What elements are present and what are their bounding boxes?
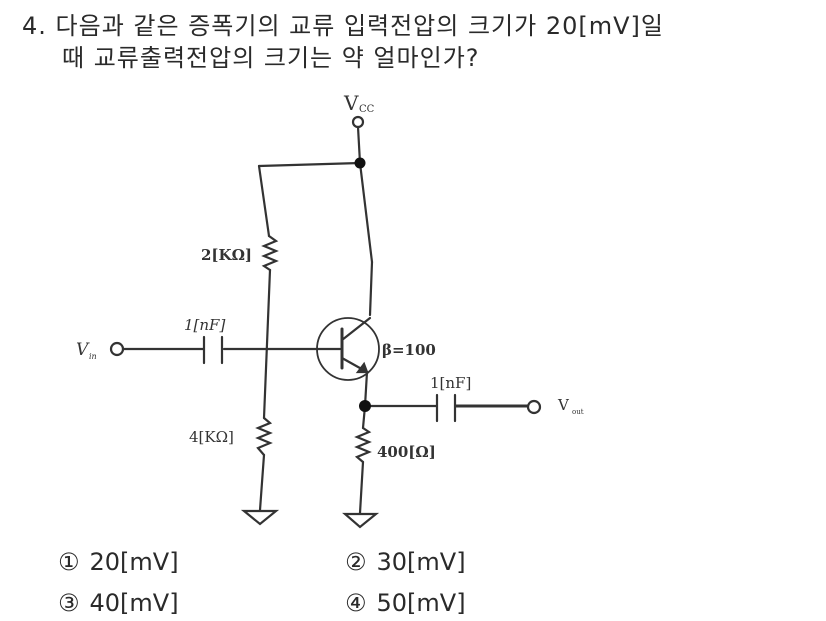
r2-label: 4[KΩ] (189, 428, 234, 446)
choice-4[interactable]: ④ 50[mV] (345, 589, 466, 617)
vcc-terminal (351, 115, 365, 129)
choice-number: ① (58, 548, 80, 576)
vin-subscript: in (89, 352, 97, 361)
beta-label: β=100 (382, 341, 436, 359)
choice-text: 40[mV] (89, 589, 179, 617)
choice-number: ④ (345, 589, 367, 617)
r1-label: 2[KΩ] (201, 246, 252, 264)
choice-text: 30[mV] (376, 548, 466, 576)
vout-subscript: out (572, 408, 584, 416)
question-number: 4. (22, 12, 47, 40)
transistor-body (316, 317, 380, 381)
vin-terminal (109, 341, 125, 357)
choice-2[interactable]: ② 30[mV] (345, 548, 466, 576)
r1-top-wire (257, 164, 271, 238)
choice-number: ② (345, 548, 367, 576)
choice-text: 50[mV] (376, 589, 466, 617)
top-bus-wire (257, 161, 362, 168)
divider-wire (262, 268, 272, 420)
r1-resistor (261, 234, 279, 272)
re-resistor (354, 426, 372, 464)
vcc-label: V (343, 91, 359, 115)
choice-3[interactable]: ③ 40[mV] (58, 589, 179, 617)
transistor-collector (340, 316, 372, 342)
choice-text: 20[mV] (89, 548, 179, 576)
ground-icon-left (240, 509, 280, 526)
ground-icon-right (342, 512, 380, 529)
emitter-arrow-icon (355, 361, 369, 374)
vin-label: V (76, 340, 90, 360)
question-text-1: 다음과 같은 증폭기의 교류 입력전압의 크기가 20[mV]일 (55, 12, 664, 40)
re-label: 400[Ω] (377, 443, 436, 461)
vcc-wire (356, 125, 362, 165)
cin-label: 1[nF] (184, 316, 225, 334)
vout-terminal (526, 399, 542, 415)
vcc-subscript: CC (359, 104, 375, 115)
choice-number: ③ (58, 589, 80, 617)
junction-dot-top (354, 157, 366, 169)
question-line-1: 4. 다음과 같은 증폭기의 교류 입력전압의 크기가 20[mV]일 (22, 6, 664, 41)
re-ground-wire (358, 460, 365, 515)
question-line-2: 때 교류출력전압의 크기는 약 얼마인가? (62, 44, 480, 72)
r2-resistor (255, 416, 273, 457)
r2-ground-wire (258, 453, 266, 512)
junction-dot-emitter (359, 400, 371, 412)
choice-1[interactable]: ① 20[mV] (58, 548, 179, 576)
cout-label: 1[nF] (430, 374, 471, 392)
collector-wire (368, 260, 374, 317)
vout-label: V (557, 396, 570, 414)
collector-supply-wire (358, 161, 374, 264)
